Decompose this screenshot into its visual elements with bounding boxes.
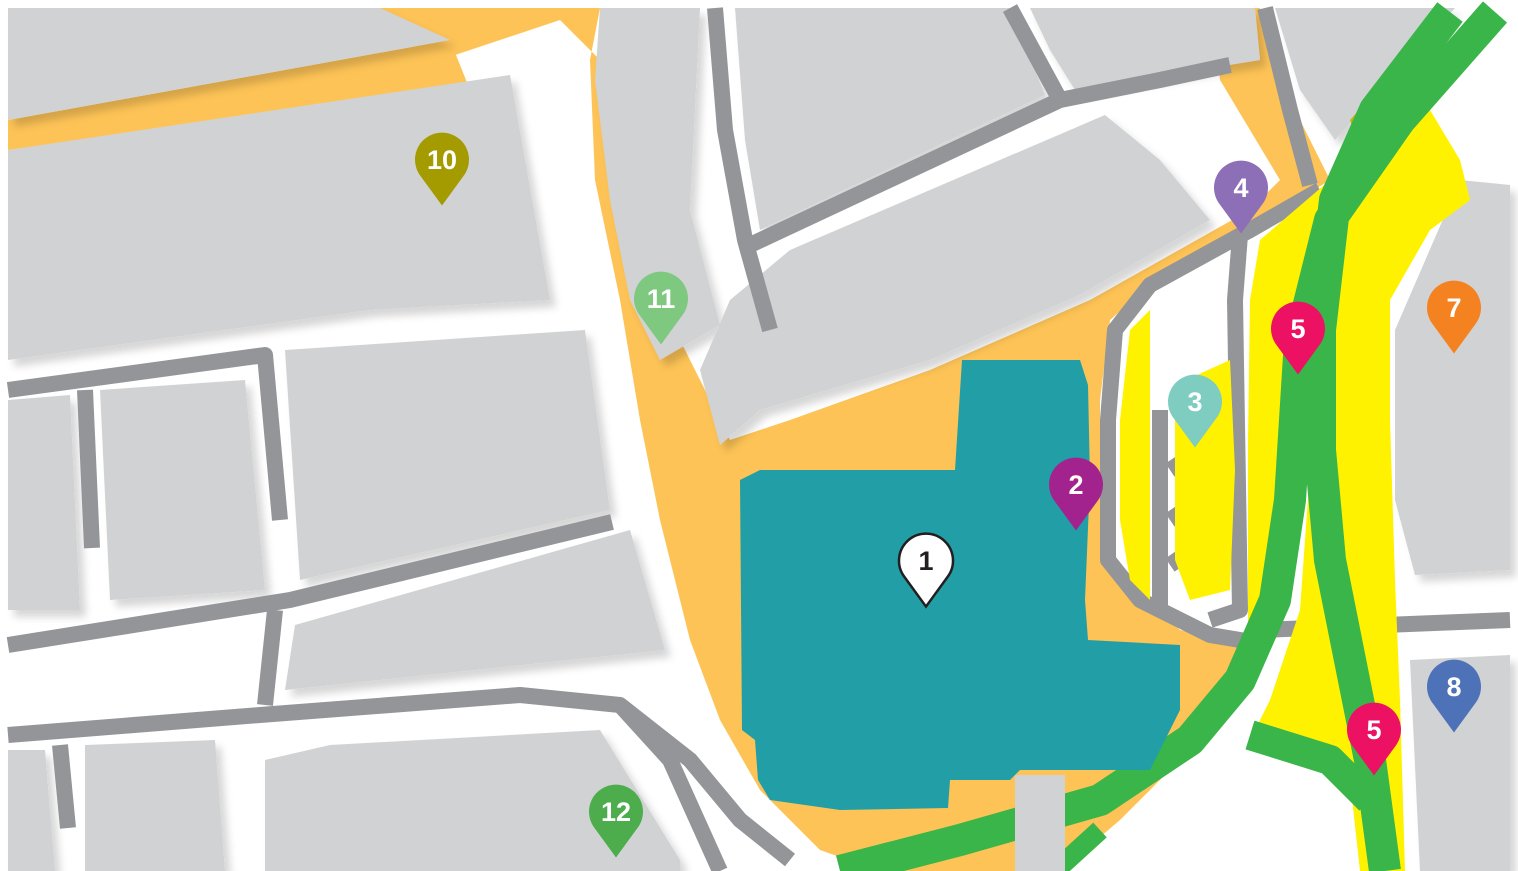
map-pin-icon xyxy=(415,132,469,206)
map-marker-11[interactable]: 11 xyxy=(634,271,689,345)
map-marker-label: 5 xyxy=(1290,314,1305,344)
building-north-center-left xyxy=(595,8,720,360)
map-pin-icon xyxy=(1049,457,1103,531)
building-southwest-3 xyxy=(265,730,680,871)
map-pin-icon xyxy=(1168,374,1222,448)
building-southwest-1 xyxy=(8,750,55,871)
map-marker-12[interactable]: 12 xyxy=(589,784,643,858)
map-marker-label: 11 xyxy=(647,284,676,314)
map-marker-label: 5 xyxy=(1366,715,1381,745)
building-north-block xyxy=(8,75,550,360)
map-pin-icon xyxy=(1427,659,1482,733)
map-marker-3[interactable]: 3 xyxy=(1168,374,1222,448)
map-marker-label: 1 xyxy=(918,546,933,576)
south-east-open-space xyxy=(1120,790,1360,871)
building-west-row-2 xyxy=(100,380,265,600)
map-marker-label: 8 xyxy=(1446,672,1461,702)
building-north-center-right xyxy=(1030,8,1260,90)
map-marker-label: 2 xyxy=(1068,470,1083,500)
map-pin-icon xyxy=(634,271,689,345)
building-mid-center xyxy=(700,115,1210,445)
map-pin-icon xyxy=(589,784,643,858)
building-west-row-4 xyxy=(285,530,665,690)
map-pin-icon xyxy=(897,532,955,609)
map-pin-icon xyxy=(1271,301,1325,375)
building-south-east-small xyxy=(1410,655,1510,871)
building-west-row-1 xyxy=(8,395,80,610)
map-marker-label: 3 xyxy=(1187,387,1202,417)
buildings xyxy=(8,8,1510,871)
building-southwest-2 xyxy=(85,740,225,871)
map-marker-5[interactable]: 5 xyxy=(1271,301,1325,375)
map-pin-icon xyxy=(1427,280,1481,354)
building-east-upper-right xyxy=(1395,180,1510,575)
building-north-center xyxy=(735,8,1045,230)
map-marker-label: 10 xyxy=(427,145,457,175)
map-marker-5[interactable]: 5 xyxy=(1347,702,1401,776)
building-northwest xyxy=(8,8,450,120)
map-marker-2[interactable]: 2 xyxy=(1049,457,1103,531)
map-marker-10[interactable]: 10 xyxy=(415,132,469,206)
map-pin-icon xyxy=(1214,160,1268,234)
map-marker-label: 7 xyxy=(1446,293,1461,323)
map-marker-label: 12 xyxy=(601,797,631,827)
map-pin-icon xyxy=(1347,702,1401,776)
south-road-stub xyxy=(1015,775,1065,871)
building-west-row-3 xyxy=(285,330,610,580)
map-marker-4[interactable]: 4 xyxy=(1214,160,1268,234)
map-marker-1[interactable]: 1 xyxy=(897,532,955,609)
map-marker-8[interactable]: 8 xyxy=(1427,659,1482,733)
map-marker-7[interactable]: 7 xyxy=(1427,280,1481,354)
map-marker-label: 4 xyxy=(1233,173,1248,203)
